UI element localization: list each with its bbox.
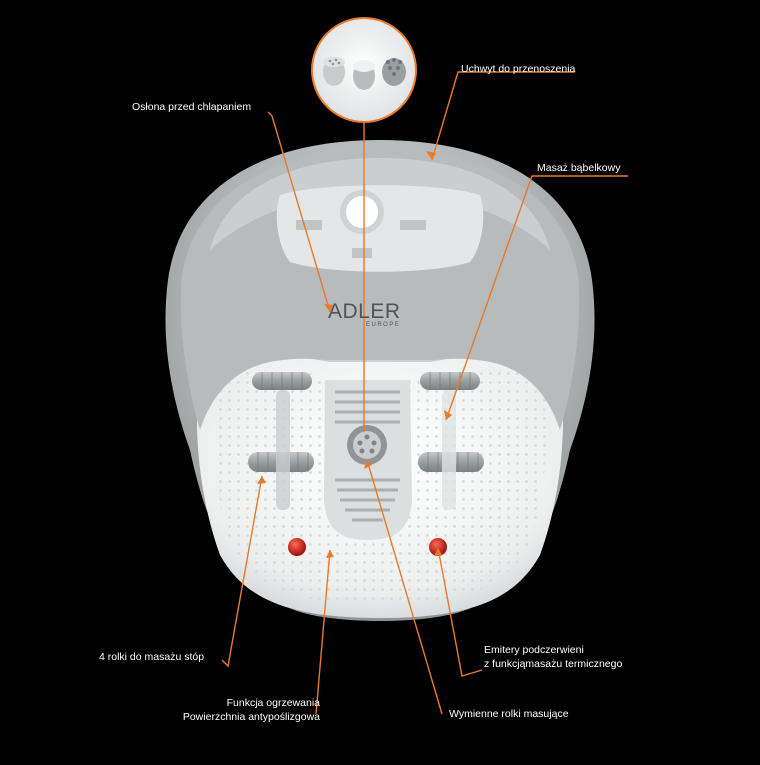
label-bubble-massage: Masaż bąbelkowy [537,162,621,174]
callout-line-carry-handle [431,71,575,161]
callout-line-replaceable [366,459,443,715]
attachment-spiked [382,58,406,86]
roller-shaft [276,390,290,510]
infrared-emitter-right [429,538,447,556]
label-rollers: 4 rolki do masażu stóp [99,651,205,663]
callout-line-heating [315,549,331,715]
label-heating-line1: Funkcja ogrzewania [226,697,320,709]
center-vent-grille [335,390,400,522]
infrared-emitter-left [288,538,306,556]
label-carry-handle: Uchwyt do przenoszenia [461,63,576,75]
label-replaceable-rollers: Wymienne rolki masujące [449,708,569,720]
label-heating-line2: Powierzchnia antypoślizgowa [182,711,320,723]
massage-roller-left-top [252,372,312,390]
control-knob [346,196,378,228]
roller-shaft [442,390,456,510]
callout-line-rollers [221,475,263,668]
panel-symbol [296,220,322,230]
callout-line-splash-guard [267,111,331,313]
panel-symbol [352,248,372,258]
control-panel [276,185,484,272]
adler-logo: ADLER EUROPE [328,300,401,328]
attachment-smooth [353,60,375,90]
brand-sub: EUROPE [366,322,401,328]
brand-name: ADLER [328,300,401,323]
callout-line-infrared [437,547,483,677]
panel-symbol [400,220,426,230]
hood-highlight [210,158,550,250]
attachment-dotted [323,57,345,86]
label-infrared-line2: z funkcjąmasażu termicznego [484,658,623,670]
callout-line-bubble-massage [445,175,628,421]
callout-lines [221,71,628,715]
massage-roller-right-top [420,372,480,390]
label-splash-guard: Osłona przed chlapaniem [132,101,252,113]
label-infrared-line1: Emitery podczerwieni [484,644,584,656]
